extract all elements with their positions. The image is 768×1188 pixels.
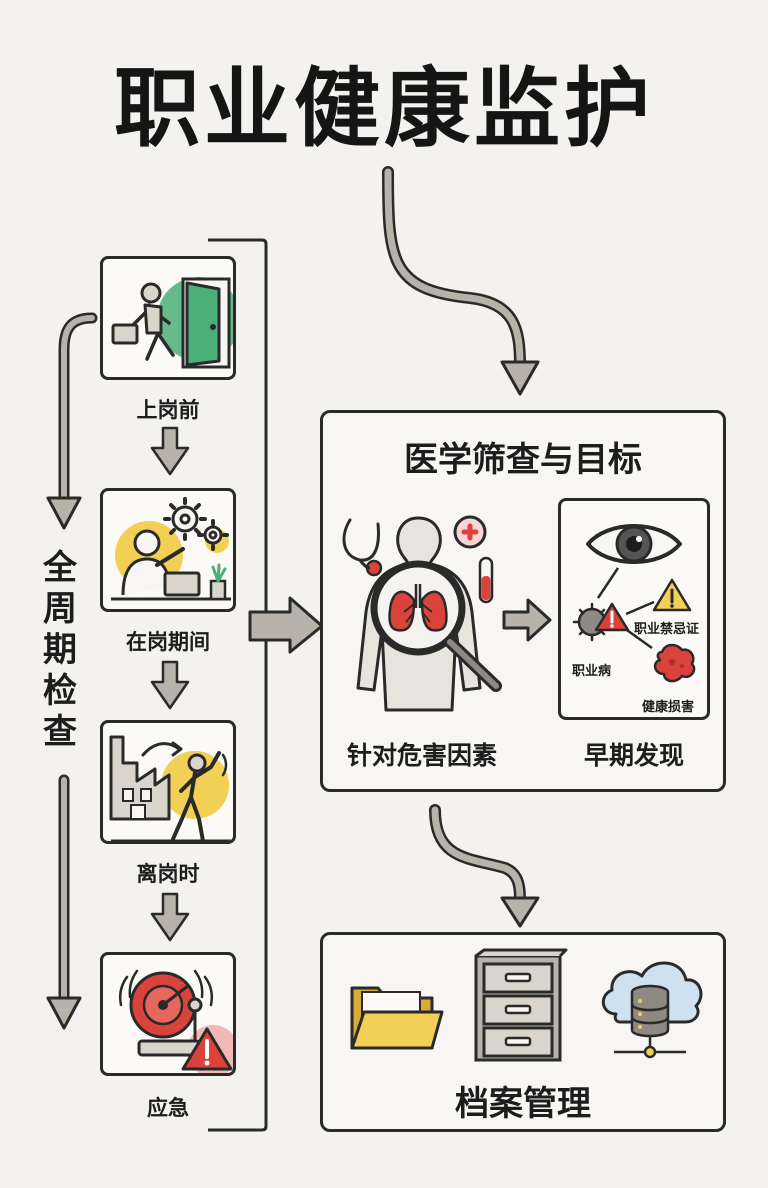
stages-bracket [208,238,268,1132]
stage-label: 离岗时 [136,862,200,886]
cycle-char: 检 [43,671,77,711]
screening-title: 医学筛查与目标 [404,440,642,480]
page-title: 职业健康监护 [114,59,654,159]
screening-inner-arrow [502,598,552,642]
worker-at-laptop-with-gears-icon [111,497,231,601]
folder-icon [350,986,444,1050]
stage-down-arrow-3 [150,892,190,942]
cycle-char: 期 [43,630,77,670]
hazard-inspection-illustration [342,515,502,712]
cycle-char: 查 [43,712,77,752]
alarm-bell-warning-icon [119,969,233,1073]
file-cabinet-icon [474,948,568,1062]
early-detection-caption: 早期发现 [583,741,684,770]
title-to-screening-arrow [382,166,526,371]
stage-down-arrow-1 [150,426,190,476]
screening-to-records-arrow [429,804,526,906]
stage-label: 应急 [147,1096,189,1120]
cycle-char: 周 [43,589,77,629]
person-leaving-factory-icon [109,735,231,841]
cloud-database-icon [601,961,703,1059]
stage-label: 上岗前 [136,398,200,422]
stage-label: 在岗期间 [126,630,210,654]
cycle-label: 全 周 期 检 查 [38,548,82,753]
stage-card-on-duty [100,488,236,612]
records-title: 档案管理 [455,1084,591,1124]
stage-card-emergency [100,952,236,1076]
stage-down-arrow-2 [150,660,190,710]
early-detection-illustration [572,524,696,683]
hazard-caption: 针对危害因素 [346,741,497,770]
finding-contraindication-label: 职业禁忌证 [634,622,700,637]
finding-damage-label: 健康损害 [642,700,695,715]
finding-disease-label: 职业病 [572,664,612,679]
cycle-char: 全 [43,548,77,588]
stage-card-pre-employment [100,256,236,380]
stage-card-leaving [100,720,236,844]
stages-to-screening-arrow [248,596,324,654]
walking-into-door-icon [111,277,233,369]
